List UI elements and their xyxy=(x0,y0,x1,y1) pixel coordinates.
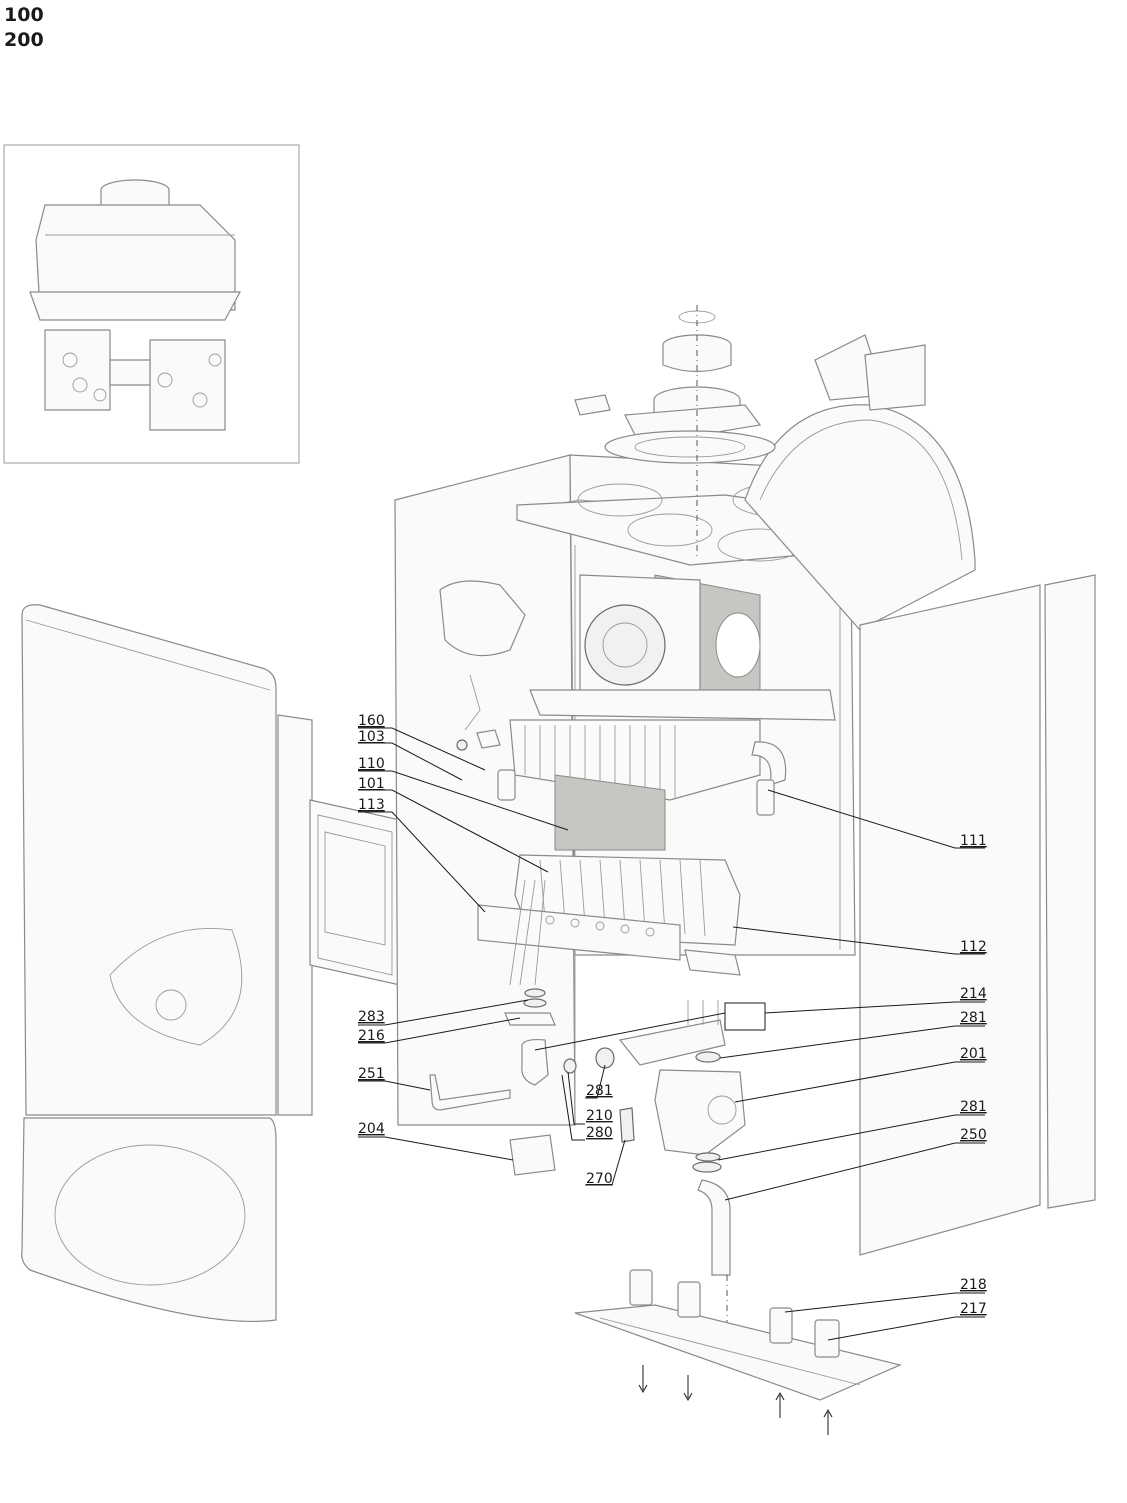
callout-214: 214 xyxy=(960,986,987,1002)
burner-assembly xyxy=(477,854,741,986)
callout-217: 217 xyxy=(960,1301,987,1317)
inner-door-panel xyxy=(309,799,401,986)
callout-281-middle: 281 xyxy=(586,1083,613,1099)
hydraulic-components xyxy=(429,988,746,1340)
front-cover-panel xyxy=(21,604,313,1323)
callout-labels: 160 103 110 101 113 111 112 214 281 283 … xyxy=(358,713,987,1317)
inset-detail-view xyxy=(3,144,300,464)
connection-plate xyxy=(574,1269,902,1435)
callout-101: 101 xyxy=(358,776,385,792)
callout-281-bottom: 281 xyxy=(960,1099,987,1115)
callout-280: 280 xyxy=(586,1125,613,1141)
callout-281-top: 281 xyxy=(960,1010,987,1026)
header-ref-200: 200 xyxy=(4,29,44,51)
callout-111: 111 xyxy=(960,833,987,849)
callout-110: 110 xyxy=(358,756,385,772)
heat-exchanger xyxy=(456,719,787,851)
header-ref-100: 100 xyxy=(4,4,44,26)
callout-210: 210 xyxy=(586,1108,613,1124)
side-panels-right xyxy=(859,574,1096,1256)
leader-lines xyxy=(358,727,985,1341)
callout-204: 204 xyxy=(358,1121,385,1137)
callout-112: 112 xyxy=(960,939,987,955)
callout-201: 201 xyxy=(960,1046,987,1062)
callout-251: 251 xyxy=(358,1066,385,1082)
fan-assembly xyxy=(439,574,836,731)
callout-113: 113 xyxy=(358,797,385,813)
flue-parts xyxy=(574,305,926,560)
callout-216: 216 xyxy=(358,1028,385,1044)
callout-218: 218 xyxy=(960,1277,987,1293)
callout-270: 270 xyxy=(586,1171,613,1187)
callout-103: 103 xyxy=(358,729,385,745)
callout-250: 250 xyxy=(960,1127,987,1143)
callout-283: 283 xyxy=(358,1009,385,1025)
callout-160: 160 xyxy=(358,713,385,729)
